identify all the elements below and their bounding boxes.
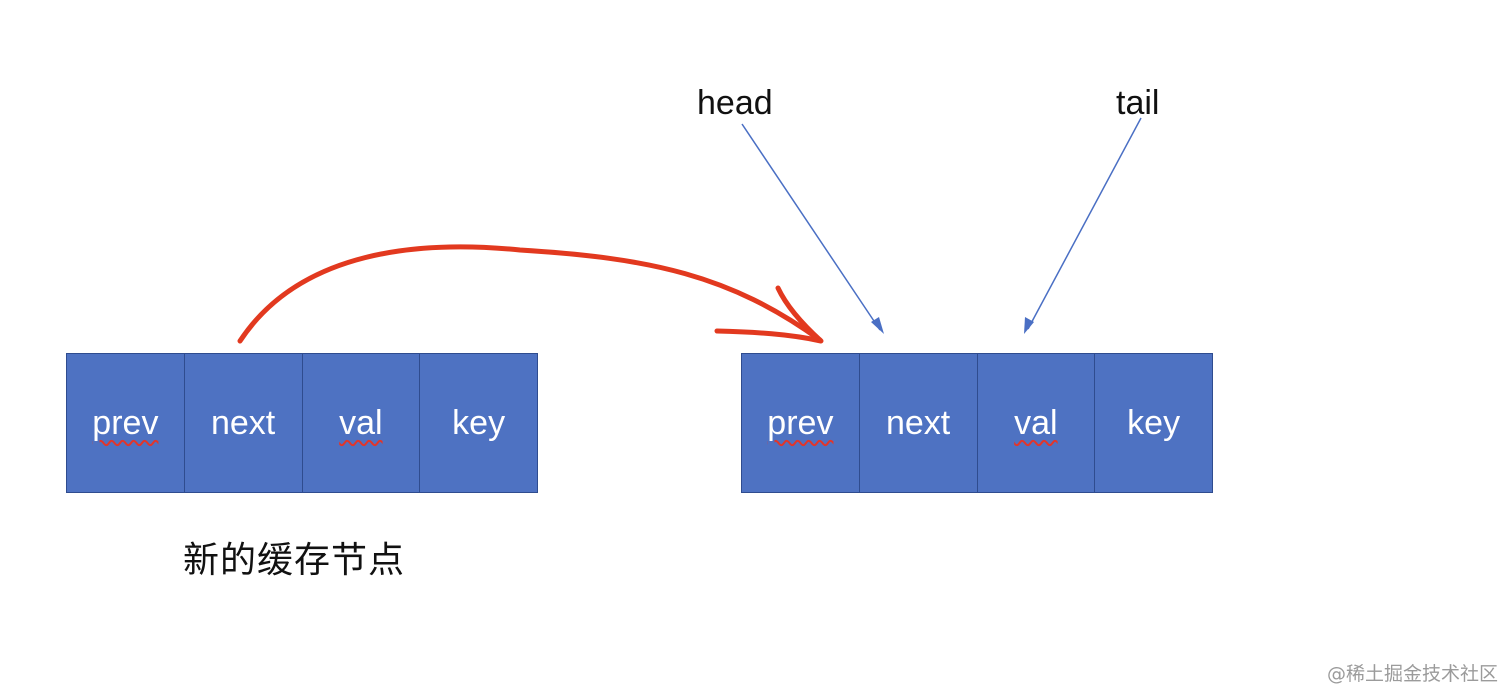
node-field-prev: prev bbox=[742, 354, 860, 492]
head-pointer-arrowhead bbox=[871, 317, 884, 334]
node-field-val: val bbox=[302, 354, 421, 492]
head-pointer-label: head bbox=[697, 84, 773, 122]
head-pointer-arrow bbox=[741, 123, 881, 331]
watermark: @稀土掘金技术社区 bbox=[1326, 663, 1498, 685]
new-node-caption: 新的缓存节点 bbox=[183, 540, 406, 581]
tail-pointer-arrow bbox=[1027, 117, 1142, 330]
node-field-prev: prev bbox=[67, 354, 185, 492]
new-node-link-arrow bbox=[237, 244, 823, 344]
node-field-key: key bbox=[420, 354, 537, 492]
tail-pointer-arrowhead bbox=[1024, 317, 1034, 334]
list-head-node: prev next val key bbox=[741, 353, 1213, 493]
new-node-link-arrowhead bbox=[714, 285, 824, 344]
node-field-val: val bbox=[977, 354, 1096, 492]
node-field-next: next bbox=[859, 354, 978, 492]
node-field-key: key bbox=[1095, 354, 1212, 492]
new-cache-node: prev next val key bbox=[66, 353, 538, 493]
tail-pointer-label: tail bbox=[1116, 84, 1160, 122]
node-field-next: next bbox=[184, 354, 303, 492]
